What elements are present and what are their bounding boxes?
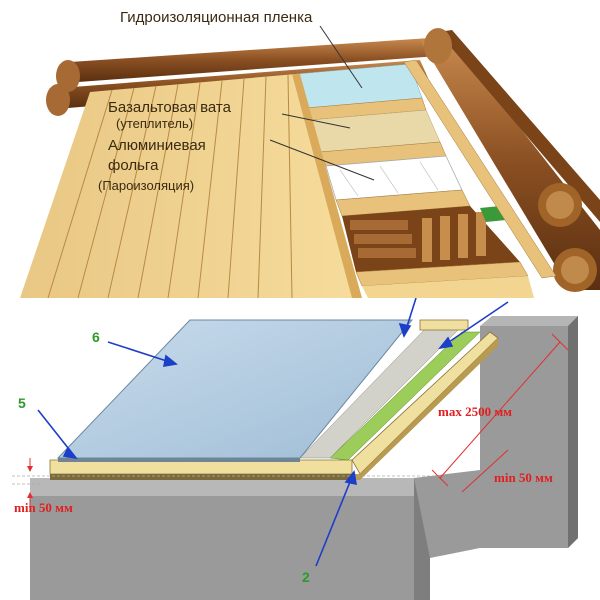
log-wall-right — [420, 28, 600, 292]
min-dimension-label-left: min 50 мм — [14, 500, 73, 515]
foil-sublabel: (Пароизоляция) — [98, 178, 194, 193]
dimension-lines — [12, 333, 569, 506]
min-dimension-label-right: min 50 мм — [494, 470, 553, 485]
basalt-label: Базальтовая вата — [108, 99, 232, 116]
ceiling-boards — [20, 74, 358, 298]
roof-insulation-illustration: Гидроизоляционная пленка Базальтовая ват… — [0, 0, 600, 298]
top-leader-lines — [269, 25, 375, 181]
basalt-sublabel: (утеплитель) — [116, 116, 193, 131]
concrete-walls — [30, 316, 578, 600]
roof-slab-drawing: 6 5 2 max 2500 мм min 50 мм min 50 мм — [0, 298, 600, 600]
layered-strips — [292, 59, 557, 298]
callout-2: 2 — [302, 569, 310, 585]
slab-layers — [49, 319, 499, 480]
roof-slab-diagram: 6 5 2 max 2500 мм min 50 мм min 50 мм — [0, 298, 600, 600]
callout-arrows — [37, 298, 509, 567]
callout-5: 5 — [18, 395, 26, 411]
foil-label-line2: фольга — [108, 157, 159, 174]
foil-label-line1: Алюминиевая — [108, 137, 206, 154]
max-dimension-label: max 2500 мм — [438, 404, 512, 419]
callout-6: 6 — [92, 329, 100, 345]
membrane-label: Гидроизоляционная пленка — [120, 9, 313, 26]
roof-insulation-drawing: Гидроизоляционная пленка Базальтовая ват… — [0, 0, 600, 298]
